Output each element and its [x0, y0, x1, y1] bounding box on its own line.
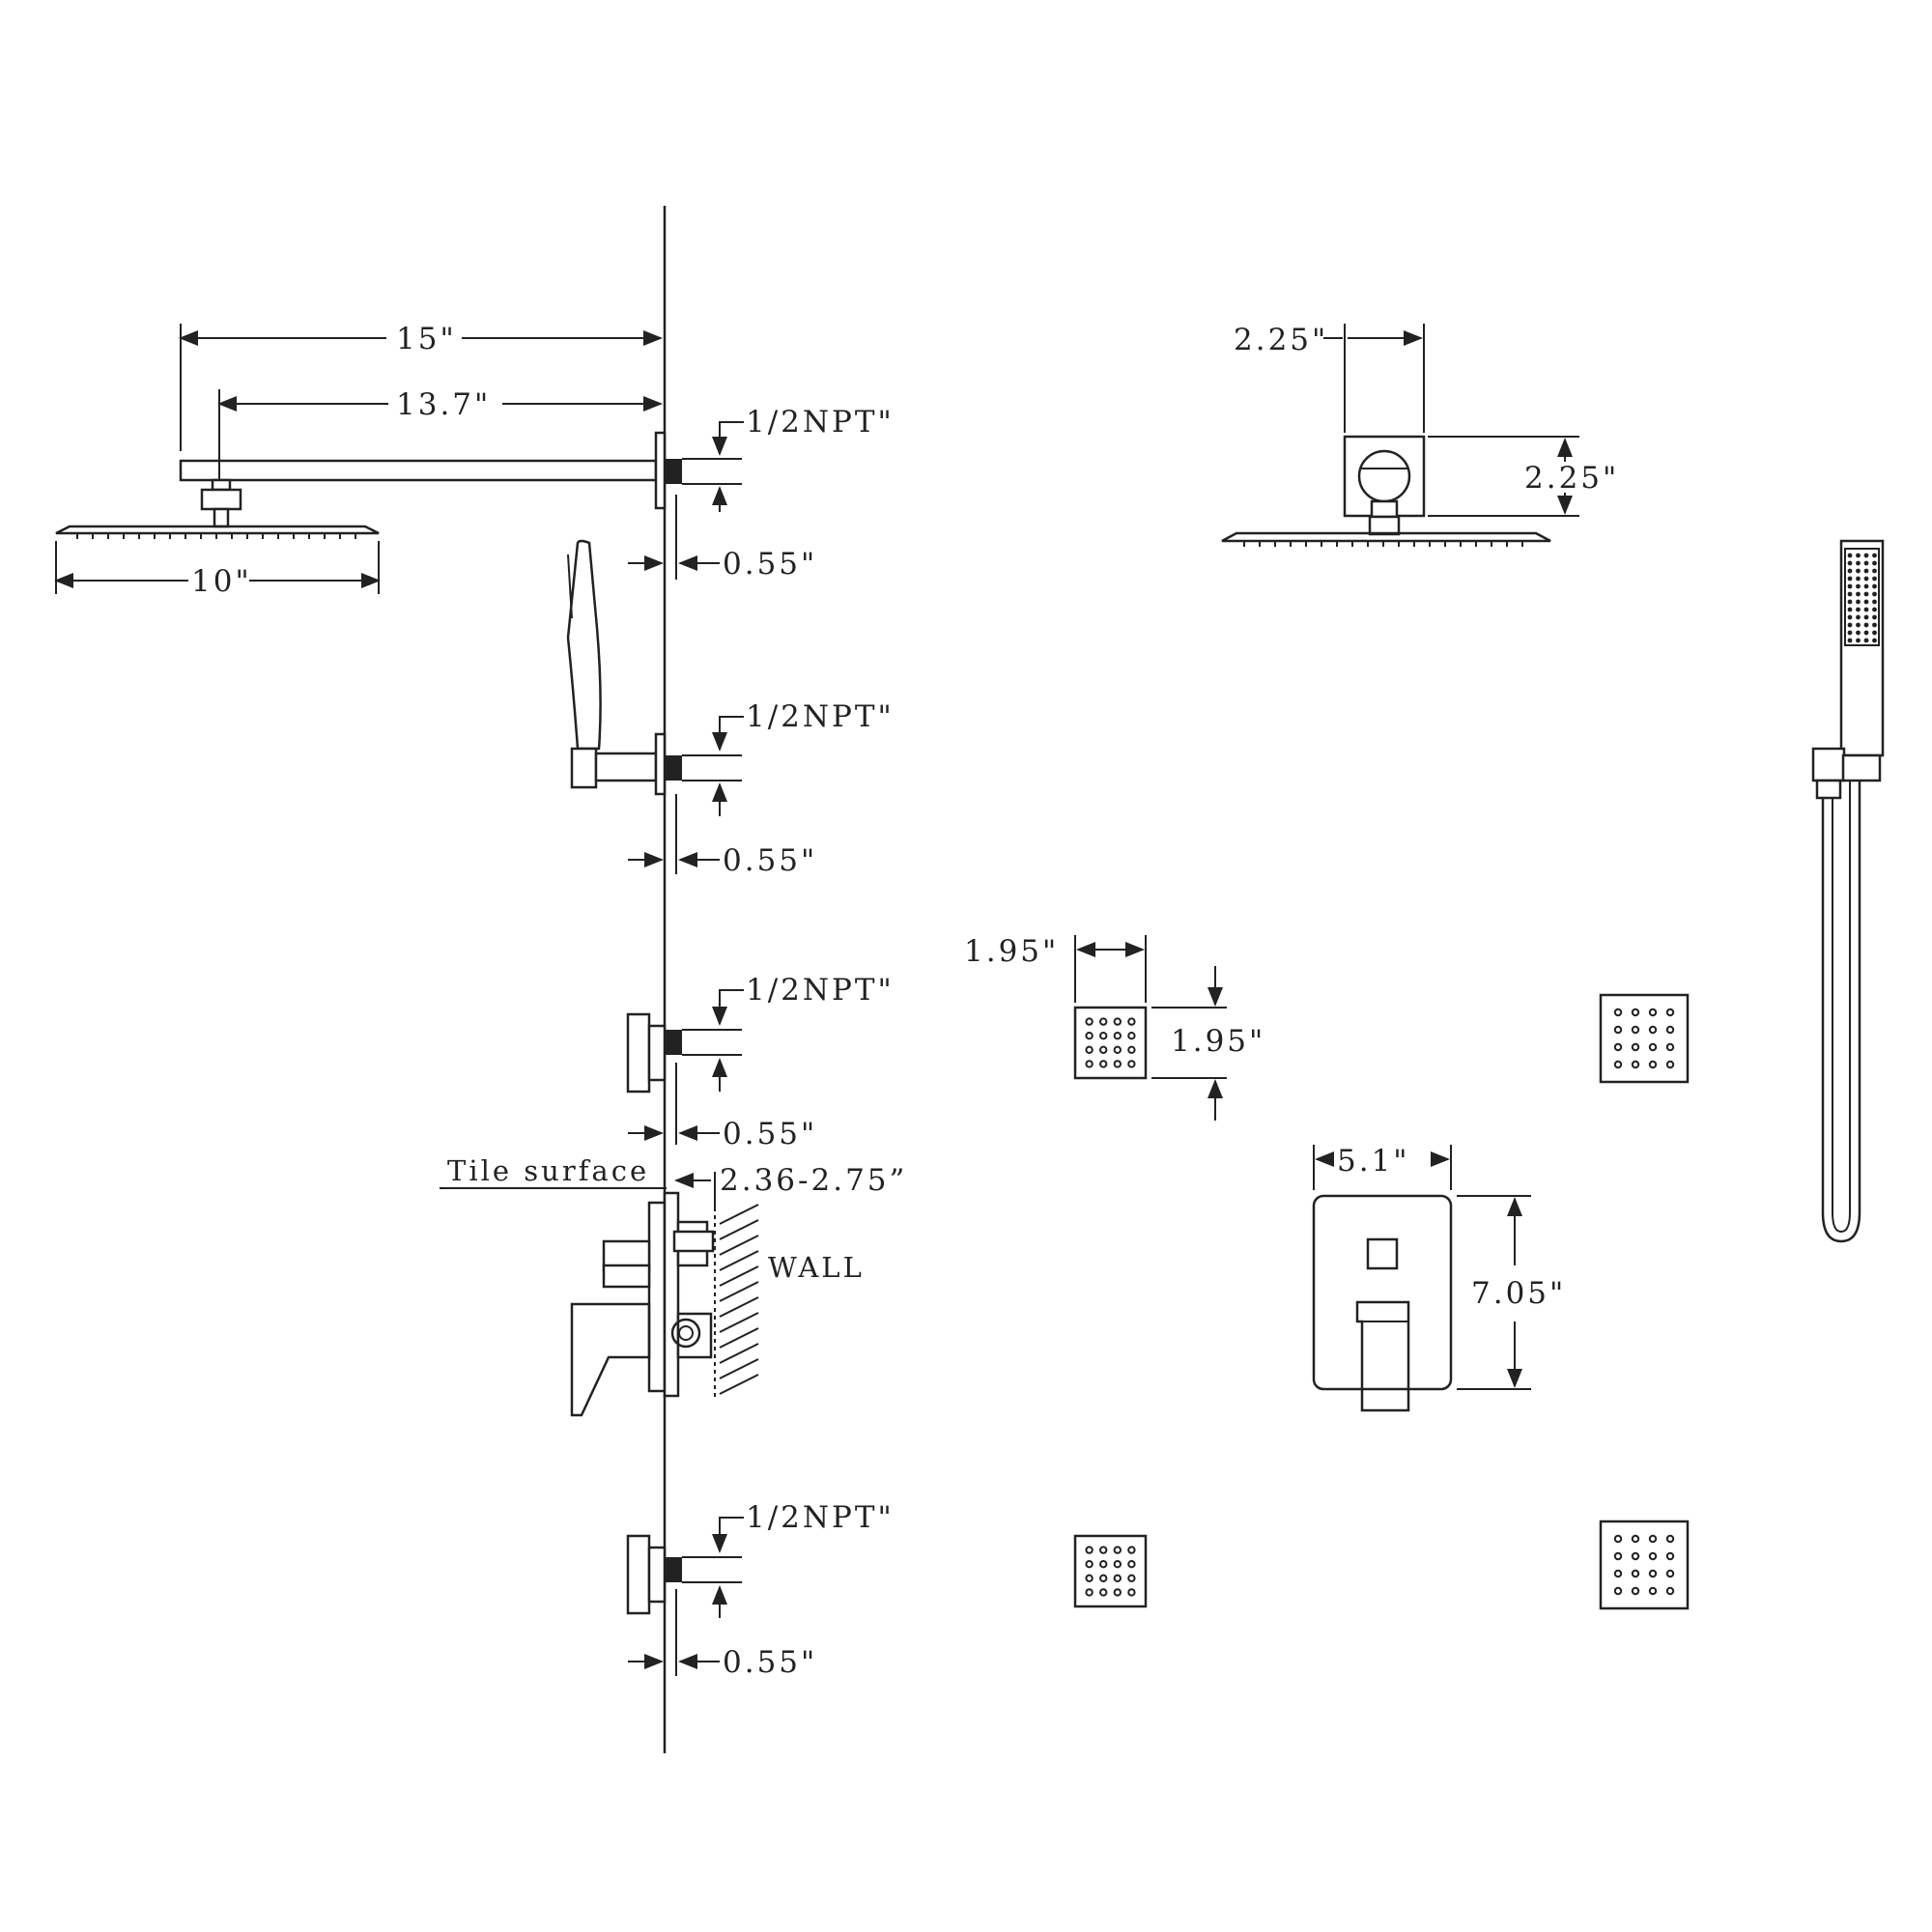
- jet-width-label: 1.95": [964, 934, 1059, 969]
- valve-depth-label: 2.36-2.75”: [720, 1163, 907, 1198]
- hand-shower-side: [566, 539, 742, 796]
- body-jet-front-2: [1599, 993, 1690, 1084]
- shower-head-front: [1221, 435, 1551, 547]
- hand-shower-front: [1811, 539, 1885, 1243]
- wall-label: WALL: [768, 1251, 865, 1284]
- rain-shower-head-side: [55, 525, 380, 539]
- npt-dim-1: 1/2NPT" 0.55": [628, 405, 895, 582]
- npt-dim-3: 1/2NPT" 0.55": [628, 973, 895, 1151]
- valve-trim-front: [1312, 1194, 1453, 1412]
- dim-15-label: 15": [396, 322, 457, 356]
- flange-dims: 2.25" 2.25": [1234, 323, 1619, 517]
- body-jet-front-3: [1073, 1534, 1148, 1608]
- dim-10-label: 10": [191, 564, 252, 599]
- npt-label-4: 1/2NPT": [746, 1500, 895, 1535]
- dim-13-7: 13.7": [217, 387, 663, 480]
- valve-section: [440, 1187, 759, 1417]
- npt-dim-4: 1/2NPT" 0.55": [628, 1500, 895, 1680]
- tile-surface-label: Tile surface: [447, 1154, 649, 1187]
- jet-dims: 1.95" 1.95": [964, 934, 1265, 1121]
- depth-label-4: 0.55": [723, 1645, 817, 1680]
- body-jet-side-2: [626, 1534, 742, 1615]
- plate-dims: 5.1" 7.05": [1313, 1144, 1566, 1390]
- jet-height-label: 1.95": [1171, 1024, 1265, 1059]
- shower-arm-assembly: [179, 431, 742, 528]
- dim-15: 15": [179, 322, 663, 451]
- dim-13-7-label: 13.7": [396, 387, 491, 422]
- plate-width-label: 5.1": [1337, 1144, 1410, 1179]
- depth-label-1: 0.55": [723, 547, 817, 582]
- dim-10: 10": [54, 541, 381, 599]
- depth-label-2: 0.55": [723, 843, 817, 878]
- body-jet-front-1: [1073, 1006, 1148, 1080]
- npt-label-1: 1/2NPT": [746, 405, 895, 440]
- depth-label-3: 0.55": [723, 1117, 817, 1151]
- npt-label-3: 1/2NPT": [746, 973, 895, 1008]
- body-jet-side-1: [626, 1012, 742, 1094]
- valve-dims: Tile surface 2.36-2.75” WALL: [447, 1154, 907, 1284]
- flange-width-label: 2.25": [1234, 323, 1328, 357]
- npt-dim-2: 1/2NPT" 0.55": [628, 699, 895, 878]
- npt-label-2: 1/2NPT": [746, 699, 895, 734]
- body-jet-front-4: [1599, 1520, 1690, 1610]
- flange-height-label: 2.25": [1524, 461, 1619, 496]
- plate-height-label: 7.05": [1471, 1276, 1566, 1311]
